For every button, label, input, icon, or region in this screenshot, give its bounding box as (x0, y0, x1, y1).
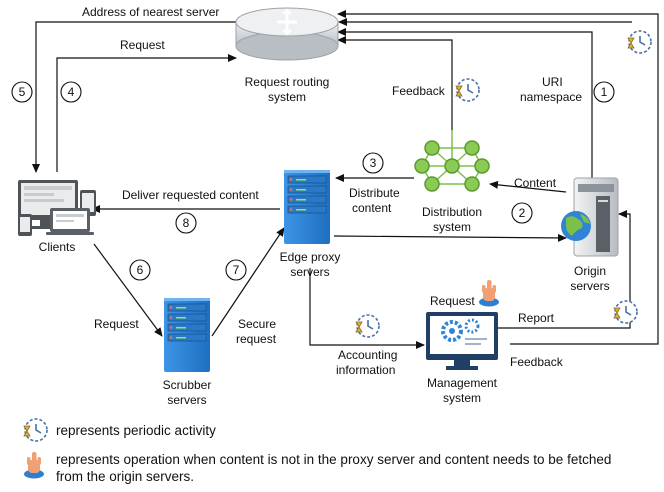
periodic-clock-icon (23, 418, 48, 442)
periodic-clock-icon (355, 314, 380, 338)
edge-management-feedback (337, 10, 659, 345)
label-uri-2: namespace (520, 90, 582, 104)
connectors (32, 10, 659, 349)
scrubber-server-icon (163, 297, 211, 373)
label-address-of-nearest-server: Address of nearest server (82, 5, 219, 19)
label-distribute-2: content (352, 201, 392, 215)
svg-text:7: 7 (233, 263, 240, 277)
legend-hand-text-2: from the origin servers. (56, 469, 194, 484)
label-report: Report (518, 311, 555, 325)
distribution-label-2: system (433, 220, 471, 234)
label-request-scrubber: Request (94, 317, 139, 331)
legend-periodic-text: represents periodic activity (56, 423, 216, 438)
label-accounting-1: Accounting (338, 348, 397, 362)
step-badge-6: 6 (129, 259, 151, 281)
edge-distribution-feedback (337, 36, 453, 130)
management-label-2: system (443, 391, 481, 405)
label-uri-1: URI (542, 75, 563, 89)
legend: represents periodic activity represents … (23, 418, 611, 484)
label-secure-1: Secure (238, 317, 276, 331)
edge-address-of-nearest-server (32, 21, 236, 173)
distribution-label-1: Distribution (422, 205, 482, 219)
hand-icon (479, 280, 499, 307)
svg-text:6: 6 (137, 263, 144, 277)
edge-clients-to-scrubber (93, 243, 163, 337)
distribution-mesh-icon (414, 130, 490, 192)
svg-text:1: 1 (601, 85, 608, 99)
step-badge-3: 3 (362, 152, 384, 174)
svg-text:5: 5 (19, 85, 26, 99)
scrubber-label-1: Scrubber (163, 378, 212, 392)
clients-devices-icon (18, 180, 96, 236)
step-badge-2: 2 (511, 202, 533, 224)
label-deliver: Deliver requested content (122, 188, 259, 202)
periodic-clock-icon (455, 78, 480, 102)
management-label-1: Management (427, 376, 498, 390)
edge-scrubber-to-edge (211, 227, 285, 337)
origin-label-2: servers (570, 279, 609, 293)
step-badge-4: 4 (60, 81, 82, 103)
label-feedback-distribution: Feedback (392, 84, 446, 98)
step-badge-7: 7 (225, 259, 247, 281)
edge-accounting-info (309, 268, 425, 349)
label-feedback-management: Feedback (510, 355, 564, 369)
svg-text:4: 4 (68, 85, 75, 99)
edge-label-2: servers (290, 265, 329, 279)
router-icon (235, 7, 339, 61)
router-label-2: system (268, 90, 306, 104)
periodic-clock-icon (613, 300, 638, 324)
edge-report (498, 210, 631, 329)
edge-label-1: Edge proxy (280, 250, 341, 264)
label-distribute-1: Distribute (349, 186, 400, 200)
step-badge-5: 5 (11, 81, 33, 103)
management-monitor-icon (426, 312, 498, 370)
periodic-clock-icon (627, 30, 652, 54)
edge-content-to-distribution (489, 180, 567, 193)
scrubber-label-2: servers (167, 393, 206, 407)
edge-edge-to-origin (333, 233, 567, 242)
step-badge-1: 1 (593, 81, 615, 103)
label-content: Content (514, 176, 557, 190)
hand-icon (24, 452, 44, 479)
label-secure-2: request (236, 332, 277, 346)
clients-label: Clients (39, 240, 76, 254)
legend-hand-text-1: represents operation when content is not… (56, 452, 611, 467)
edge-uri-namespace (337, 28, 593, 178)
svg-text:2: 2 (519, 206, 526, 220)
origin-label-1: Origin (574, 264, 606, 278)
svg-text:8: 8 (183, 216, 190, 230)
origin-server-icon (561, 177, 619, 257)
router-label-1: Request routing (245, 75, 330, 89)
step-badge-8: 8 (175, 212, 197, 234)
label-accounting-2: information (336, 363, 395, 377)
label-request-management: Request (430, 294, 475, 308)
edge-proxy-server-icon (283, 169, 331, 245)
edge-request-to-router (56, 54, 237, 172)
svg-text:3: 3 (370, 156, 377, 170)
label-request-top: Request (120, 38, 165, 52)
